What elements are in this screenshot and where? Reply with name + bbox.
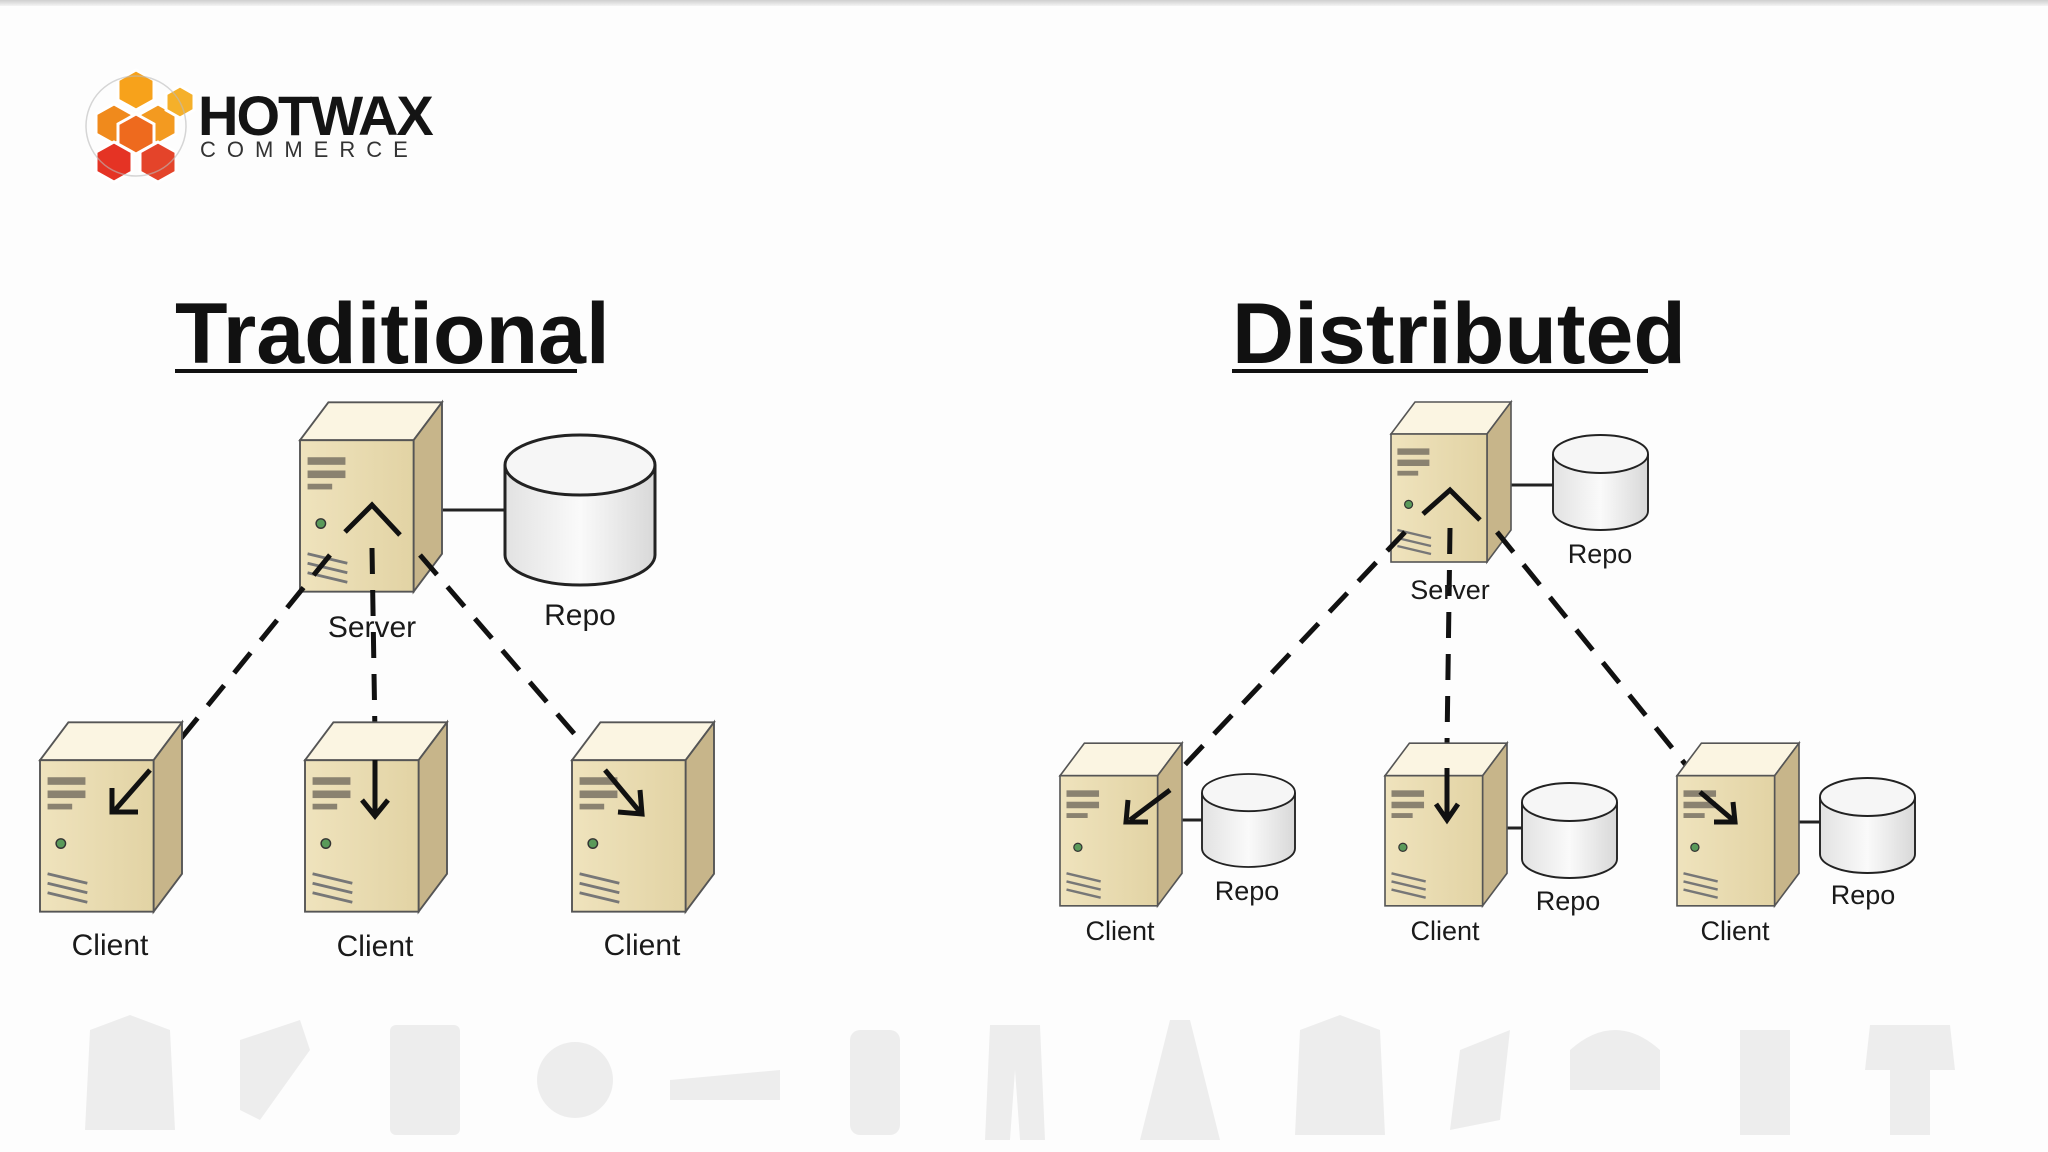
d-client-icon-3 [1675,741,1801,908]
d-client-repo-icon-2 [1521,782,1618,879]
flat-shoe-icon [670,1070,780,1100]
distributed-client-1: Client Repo [1058,741,1296,946]
traditional-title: Traditional [175,286,610,382]
dress-icon [1140,1020,1220,1140]
traditional-server-label: Server [328,611,416,644]
d-client-icon-2 [1383,741,1509,908]
traditional-repo-label: Repo [544,599,616,632]
distributed-server-label: Server [1410,575,1490,605]
d-client-label-3: Client [1700,916,1770,946]
d-client-icon-1 [1058,741,1184,908]
d-arrow-client-1 [1128,788,1172,822]
traditional-section: Traditional Server Repo Client Client Cl… [38,286,716,963]
hotwax-logo [85,68,196,184]
traditional-client-label-2: Client [337,930,414,963]
shoe-icon [240,1020,310,1120]
traditional-client-label-1: Client [72,929,149,962]
arrowhead-client-3 [617,789,645,817]
d-client-repo-label-3: Repo [1831,880,1896,910]
watch-icon [537,1042,613,1118]
d-arrow-into-server [1421,486,1482,522]
d-link-client-2 [1444,527,1453,746]
traditional-client-label-3: Client [604,929,681,962]
d-client-repo-label-2: Repo [1536,886,1601,916]
bottle-icon [850,1030,900,1135]
distributed-repo-icon [1552,434,1649,531]
pants-icon [985,1025,1045,1140]
traditional-client-icon-1 [38,720,184,914]
top-bar [0,0,2048,6]
apparel-watermark-strip [85,1015,1955,1140]
arrowhead-client-1 [109,788,138,815]
jacket-icon [85,1015,175,1130]
brand-subtitle: COMMERCE [200,137,419,162]
distributed-client-2: Client Repo [1383,741,1618,946]
link-client-2 [369,547,378,736]
cap-icon [1570,1030,1660,1090]
brand-name: HOTWAX [198,84,434,147]
heel-icon [1450,1030,1510,1130]
honeycomb-logo-icon [85,68,196,184]
top-icon [1740,1030,1790,1135]
link-client-3 [418,553,592,754]
distributed-section: Distributed Server Repo Client Repo [1058,286,1916,946]
d-link-client-3 [1495,530,1692,772]
link-client-1 [168,553,332,754]
d-client-label-1: Client [1085,916,1155,946]
arrowhead-client-2 [360,798,390,820]
d-client-repo-label-1: Repo [1215,876,1280,906]
d-arrowhead-client-2 [1433,802,1461,825]
arrow-client-3 [603,768,642,814]
d-link-client-1 [1178,530,1407,772]
arrow-into-server [343,501,402,537]
d-client-label-2: Client [1410,916,1480,946]
distributed-client-3: Client Repo [1675,741,1916,946]
distributed-title: Distributed [1232,286,1686,382]
tshirt-icon [1865,1025,1955,1135]
d-client-repo-icon-1 [1201,773,1296,868]
arrow-client-1 [113,768,152,812]
d-client-repo-icon-3 [1819,777,1916,874]
traditional-repo-icon [503,433,657,587]
traditional-client-icon-3 [570,720,716,914]
distributed-repo-label: Repo [1568,539,1633,569]
hoodie-icon [1295,1015,1385,1135]
shirt-icon [390,1025,460,1135]
d-arrowhead-client-3 [1714,801,1738,825]
d-arrowhead-client-1 [1123,799,1148,825]
d-arrow-client-3 [1698,790,1735,822]
